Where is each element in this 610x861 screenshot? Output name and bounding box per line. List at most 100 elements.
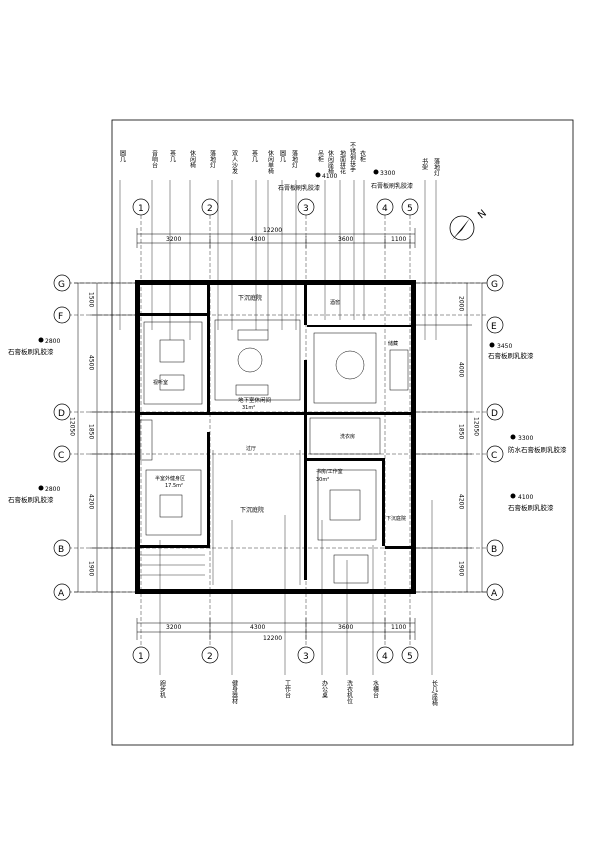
top-dim-2: 4300 [250,236,265,243]
room-storage: 储藏 [388,340,398,347]
room-wine: 酒窖 [330,299,340,306]
elevation-symbols [38,169,516,499]
outer-walls [135,280,416,594]
note-top-3: 茶几 [169,149,176,163]
note-bottom-3: 工作台 [284,680,291,699]
note-bottom-5: 洗衣机位 [346,679,353,704]
note-top-17: 书架 [421,157,428,171]
note-bottom-2: 健身器材 [231,679,238,704]
stair-hatching [140,450,301,585]
room-gym-area: 17.5m² [165,483,183,489]
furniture [139,319,409,584]
right-dimensions [416,282,487,593]
axis-G-left: G [58,280,65,290]
right-total-dim: 12050 [473,417,480,436]
axis-F-left: F [58,312,63,322]
left-dim-4: 4200 [88,494,95,509]
axis-A-left: A [58,589,65,599]
north-label: N [476,208,489,221]
room-cinema: 视听室 [153,379,168,386]
note-top-16: 落地灯 [433,157,440,177]
axis-D-left: D [58,409,65,419]
note-bottom-6: 水槽台 [372,679,379,699]
room-study: 书房/工作室 [316,468,343,475]
note-top-10: 落地灯 [291,149,298,169]
elev-right1-value: 3450 [497,343,512,350]
room-gym: 半室外健身区 [155,475,185,482]
axis-lines [68,215,487,645]
axis-C-left: C [58,451,64,461]
elev-left1-value: 2800 [45,338,60,345]
left-dim-5: 1900 [88,561,95,576]
room-sunken-top: 下沉庭院 [238,294,262,302]
room-sunken-mid: 下沉庭院 [240,506,264,514]
note-top-2: 音响台 [151,149,158,169]
bottom-dim-1: 3200 [166,624,181,631]
top-leader-lines [119,180,437,340]
axis-B-left: B [58,545,64,555]
room-lounge: 地下室休闲间 [238,396,271,404]
elev-top2-value: 3300 [380,170,395,177]
left-dimensions [74,282,136,593]
axis-1-top: 1 [138,204,144,214]
left-total-dim: 12050 [69,417,76,436]
top-total-dim: 12200 [263,227,282,234]
drawing-frame [111,119,574,746]
elev-left1-note: 石膏板刷乳胶漆 [8,347,54,356]
room-hall: 过厅 [246,445,256,452]
bottom-dim-2: 4300 [250,624,265,631]
room-study-area: 30m² [316,477,329,483]
note-top-5: 落地灯 [209,149,216,169]
axis-5-top: 5 [407,204,413,214]
room-laundry: 洗衣房 [340,433,355,440]
bottom-dim-4: 1100 [391,624,406,631]
axis-5-bottom: 5 [407,652,413,662]
elev-right3-value: 4100 [518,494,533,501]
axis-C-right: C [491,451,497,461]
elev-top-value: 4100 [322,173,337,180]
axis-1-bottom: 1 [138,652,144,662]
note-top-13: 地面拼花 [339,149,346,175]
bottom-dim-3: 3600 [338,624,353,631]
axis-A-right: A [491,589,498,599]
elev-right3-note: 石膏板刷乳胶漆 [508,503,554,512]
row-axis-right [486,274,504,601]
axis-E-right: E [491,322,497,332]
note-top-7: 茶几 [251,149,258,163]
right-dim-4: 4200 [458,494,465,509]
axis-3-top: 3 [303,204,309,214]
axis-2-top: 2 [207,204,213,214]
axis-4-bottom: 4 [382,652,388,662]
note-top-1: 圆几 [119,150,126,163]
column-axis-top [132,198,419,216]
left-dim-3: 1850 [88,424,95,439]
right-dim-5: 1900 [458,561,465,576]
inner-walls [138,285,411,580]
note-bottom-1: 跑步机 [159,679,166,699]
axis-G-right: G [491,280,498,290]
bottom-leader-lines [159,500,433,675]
row-axis-left [53,274,71,601]
note-top-15: 衣柜 [359,149,366,163]
note-top-4: 休闲椅 [189,149,196,168]
right-dim-2: 4000 [458,362,465,377]
top-dim-4: 1100 [391,236,406,243]
note-top-6: 双人沙发 [231,150,238,175]
room-sunken-right: 下沉庭院 [386,515,406,522]
left-dim-2: 4500 [88,355,95,370]
note-top-8: 休闲单椅 [267,149,274,174]
note-bottom-4: 办公桌 [321,679,328,699]
elev-top2-note: 石膏板刷乳胶漆 [371,182,413,190]
note-top-12: 休闲座椅 [327,149,334,174]
top-dim-3: 3600 [338,236,353,243]
left-dim-1: 1500 [88,292,95,307]
note-top-14: 不锈钢扶手 [349,142,356,173]
elev-right1-note: 石膏板刷乳胶漆 [488,351,534,360]
north-arrow-icon [449,215,475,241]
right-dim-1: 2000 [458,296,465,311]
elev-left2-note: 石膏板刷乳胶漆 [8,495,54,504]
axis-B-right: B [491,545,497,555]
axis-3-bottom: 3 [303,652,309,662]
room-lounge-area: 31m² [242,405,255,411]
note-bottom-7: 长几/座椅 [431,679,438,706]
